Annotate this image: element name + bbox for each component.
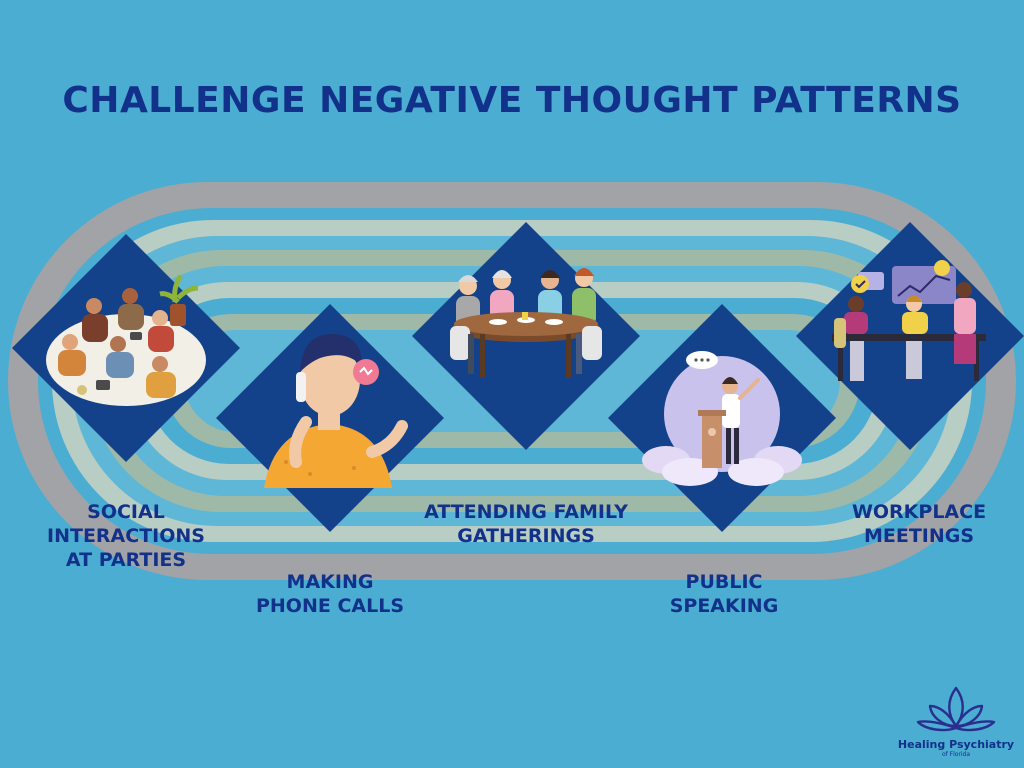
phone-call-icon — [264, 334, 408, 488]
brand-name: Healing Psychiatry — [897, 738, 1015, 751]
office-meeting-icon — [832, 260, 986, 381]
label-public-speaking: PUBLIC SPEAKING — [669, 571, 779, 617]
podium-speaker-icon — [642, 351, 802, 486]
tile-family-gatherings — [412, 222, 640, 450]
tile-workplace-meetings — [796, 222, 1024, 450]
label-phone-calls: MAKING PHONE CALLS — [255, 571, 405, 617]
brand-logo: Healing Psychiatry of Florida — [888, 684, 1024, 758]
tile-social-parties — [12, 234, 240, 462]
lotus-icon — [916, 686, 996, 732]
label-family-gatherings: ATTENDING FAMILY GATHERINGS — [424, 501, 628, 547]
party-group-icon — [46, 274, 206, 406]
family-dinner-icon — [450, 268, 602, 378]
label-workplace-meetings: WORKPLACE MEETINGS — [851, 501, 987, 547]
infographic-title: CHALLENGE NEGATIVE THOUGHT PATTERNS — [62, 80, 962, 121]
tile-phone-calls — [216, 304, 444, 532]
tile-public-speaking — [608, 304, 836, 532]
label-social-parties: SOCIAL INTERACTIONS AT PARTIES — [47, 501, 205, 571]
brand-subtitle: of Florida — [941, 751, 971, 758]
